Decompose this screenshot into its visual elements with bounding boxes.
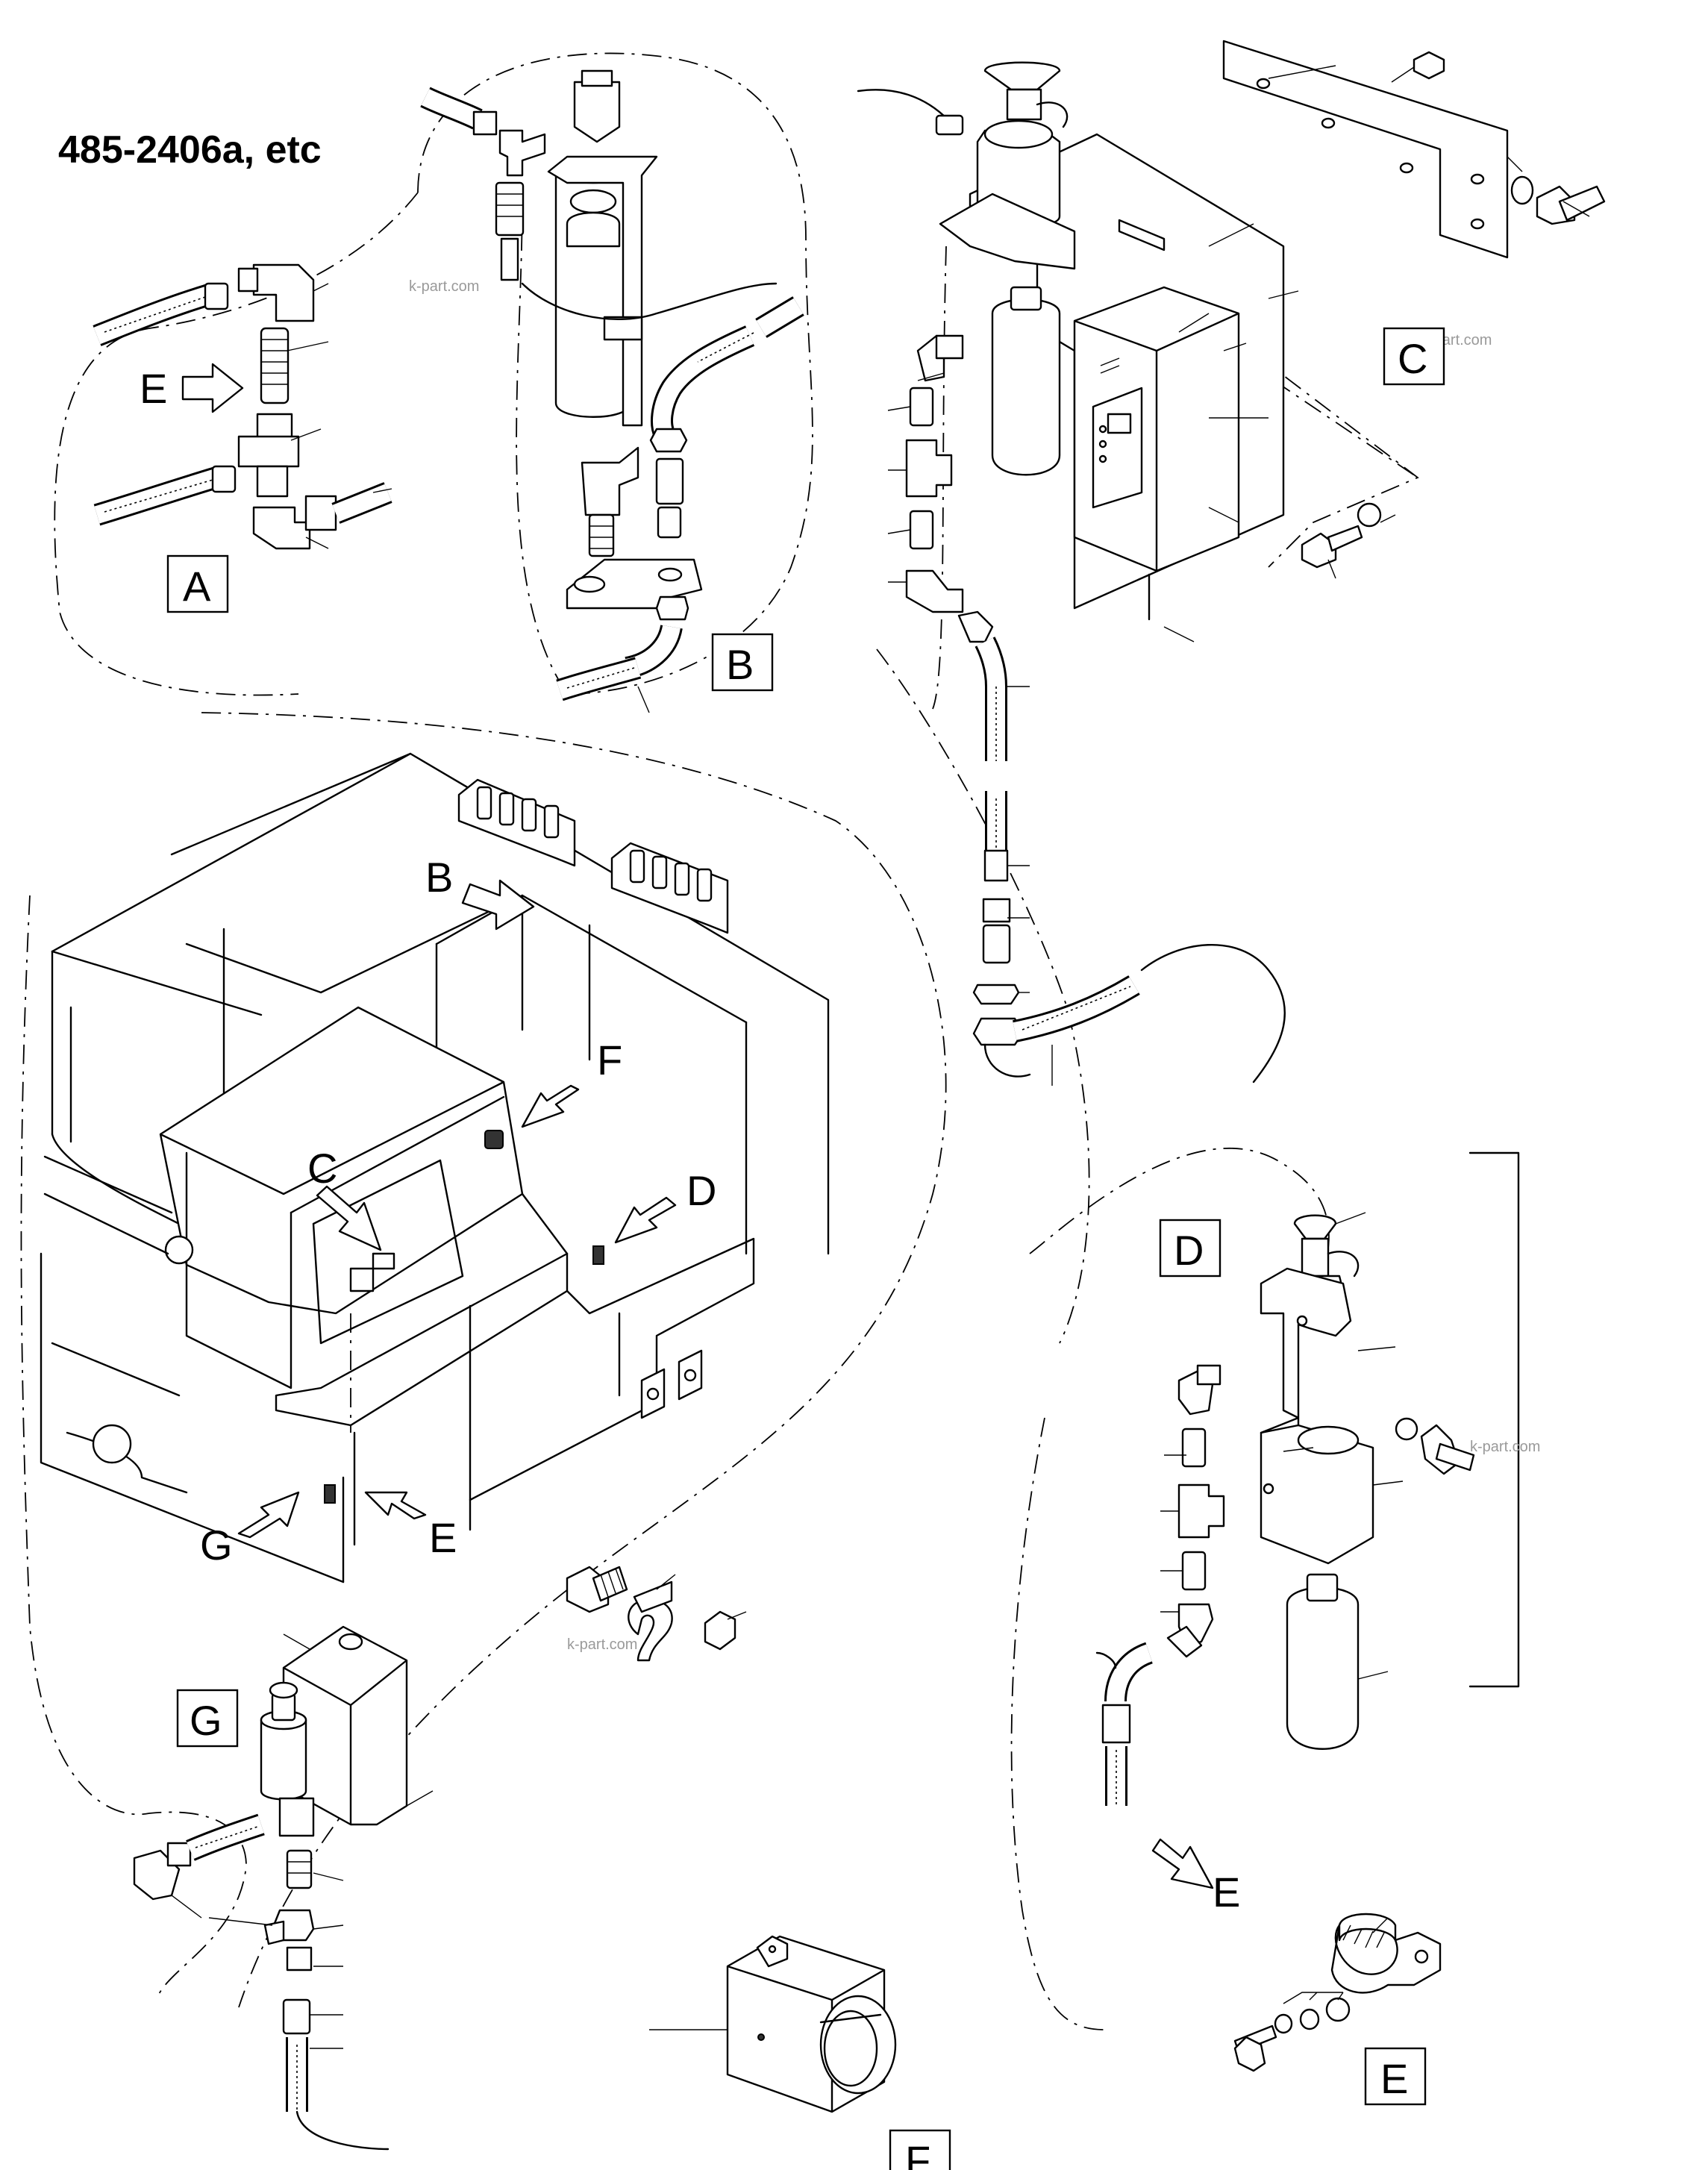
machine-overview	[40, 752, 830, 1583]
detail-d-bracket-assembly	[1095, 1151, 1520, 1889]
detail-g-valve-assembly	[133, 1625, 434, 2151]
watermark-center: k-part.com	[567, 1636, 637, 1653]
watermark-b: k-part.com	[409, 278, 479, 295]
hose-clamp-center	[566, 1566, 747, 1662]
arrow-label-f: F	[597, 1036, 622, 1084]
detail-g-label: G	[190, 1697, 222, 1744]
detail-b-cylinder-assembly	[420, 69, 804, 713]
detail-d-label-box	[1159, 1219, 1221, 1278]
arrow-label-c: C	[307, 1145, 337, 1192]
arrow-label-d: D	[686, 1167, 716, 1214]
arrow-label-g: G	[200, 1522, 233, 1569]
diagram-title: 485-2406a, etc	[58, 128, 322, 172]
detail-b-label: B	[726, 641, 754, 688]
detail-a-hose-assembly	[93, 263, 392, 550]
detail-e-clamp-assembly	[1233, 1913, 1442, 2072]
detail-f-label-box	[889, 2129, 951, 2170]
arrow-label-b: B	[425, 854, 453, 901]
detail-a-label-box	[166, 554, 229, 613]
arrow-label-e-detail-d: E	[1213, 1869, 1240, 1916]
detail-a-label: A	[183, 563, 211, 610]
detail-d-label: D	[1174, 1227, 1204, 1274]
arrow-label-e-detail-a: E	[140, 365, 167, 412]
detail-f-label: F	[905, 2137, 930, 2170]
detail-c-label-box	[1383, 327, 1445, 386]
detail-c-bracket-assembly	[857, 40, 1606, 1086]
detail-g-label-box	[176, 1689, 239, 1748]
watermark-d: k-part.com	[1470, 1439, 1540, 1455]
detail-f-housing	[649, 1935, 897, 2113]
arrow-label-e-main: E	[429, 1514, 457, 1561]
detail-b-label-box	[711, 633, 774, 692]
detail-c-label: C	[1398, 335, 1427, 382]
detail-e-label-box	[1364, 2047, 1427, 2106]
detail-e-label: E	[1380, 2055, 1408, 2102]
